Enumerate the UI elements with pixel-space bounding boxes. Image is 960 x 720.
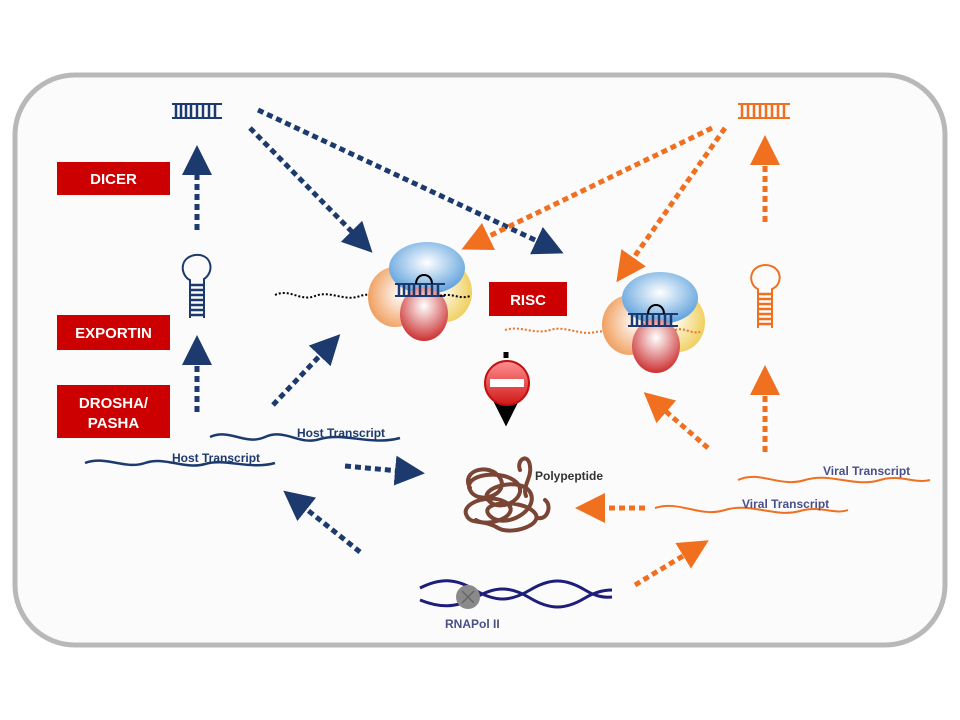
drosha-label: DROSHA/	[79, 395, 149, 412]
exportin-label: EXPORTIN	[75, 325, 152, 342]
viral-transcript-lower-label: Viral Transcript	[742, 497, 829, 511]
dicer-label: DICER	[90, 171, 137, 188]
arrow-duplex-to-risc2	[256, 107, 564, 255]
cell-membrane	[12, 72, 948, 648]
pasha-label: PASHA	[88, 415, 140, 432]
host-transcript-lower-label: Host Transcript	[172, 451, 260, 465]
rnapol-label: RNAPol II	[445, 617, 500, 631]
viral-sirna-duplex-icon	[738, 103, 790, 119]
viral-transcript-upper-label: Viral Transcript	[823, 464, 910, 478]
viral-arrows	[461, 125, 780, 588]
host-transcript-upper: Host Transcript	[209, 426, 401, 442]
no-entry-icon	[484, 352, 530, 427]
host-arrows	[182, 107, 564, 554]
arrow-dna-to-viral-transcript	[633, 540, 709, 588]
polypeptide-icon	[463, 456, 551, 533]
host-transcript-lower: Host Transcript	[84, 451, 276, 467]
arrow-viral-transcript-to-risc	[643, 392, 710, 450]
arrow-viral-duplex-to-risc2	[616, 126, 728, 283]
host-transcript-upper-label: Host Transcript	[297, 426, 385, 440]
exportin-box: EXPORTIN	[57, 315, 170, 350]
viral-hairpin-icon	[750, 263, 781, 328]
host-hairpin-icon	[181, 253, 212, 318]
arrow-host-transcript-to-risc	[271, 334, 341, 407]
viral-transcript-upper: Viral Transcript	[737, 464, 931, 484]
risc-complex-viral-icon	[504, 272, 705, 373]
host-sirna-duplex-icon	[172, 103, 222, 119]
viral-transcript-lower: Viral Transcript	[654, 497, 849, 514]
drosha-pasha-box: DROSHA/ PASHA	[57, 385, 170, 438]
arrow-viral-duplex-to-risc1	[461, 125, 714, 250]
risc-box: RISC	[489, 282, 567, 316]
dicer-box: DICER	[57, 162, 170, 195]
risc-complex-host-icon	[274, 242, 472, 341]
risc-label: RISC	[510, 292, 546, 309]
arrow-host-transcript-to-polypeptide	[344, 455, 425, 486]
rnapol-ii-icon	[456, 585, 480, 609]
polypeptide-label: Polypeptide	[535, 469, 603, 483]
arrow-duplex-to-risc1	[248, 126, 373, 253]
arrow-dna-to-host-transcript	[283, 490, 362, 554]
